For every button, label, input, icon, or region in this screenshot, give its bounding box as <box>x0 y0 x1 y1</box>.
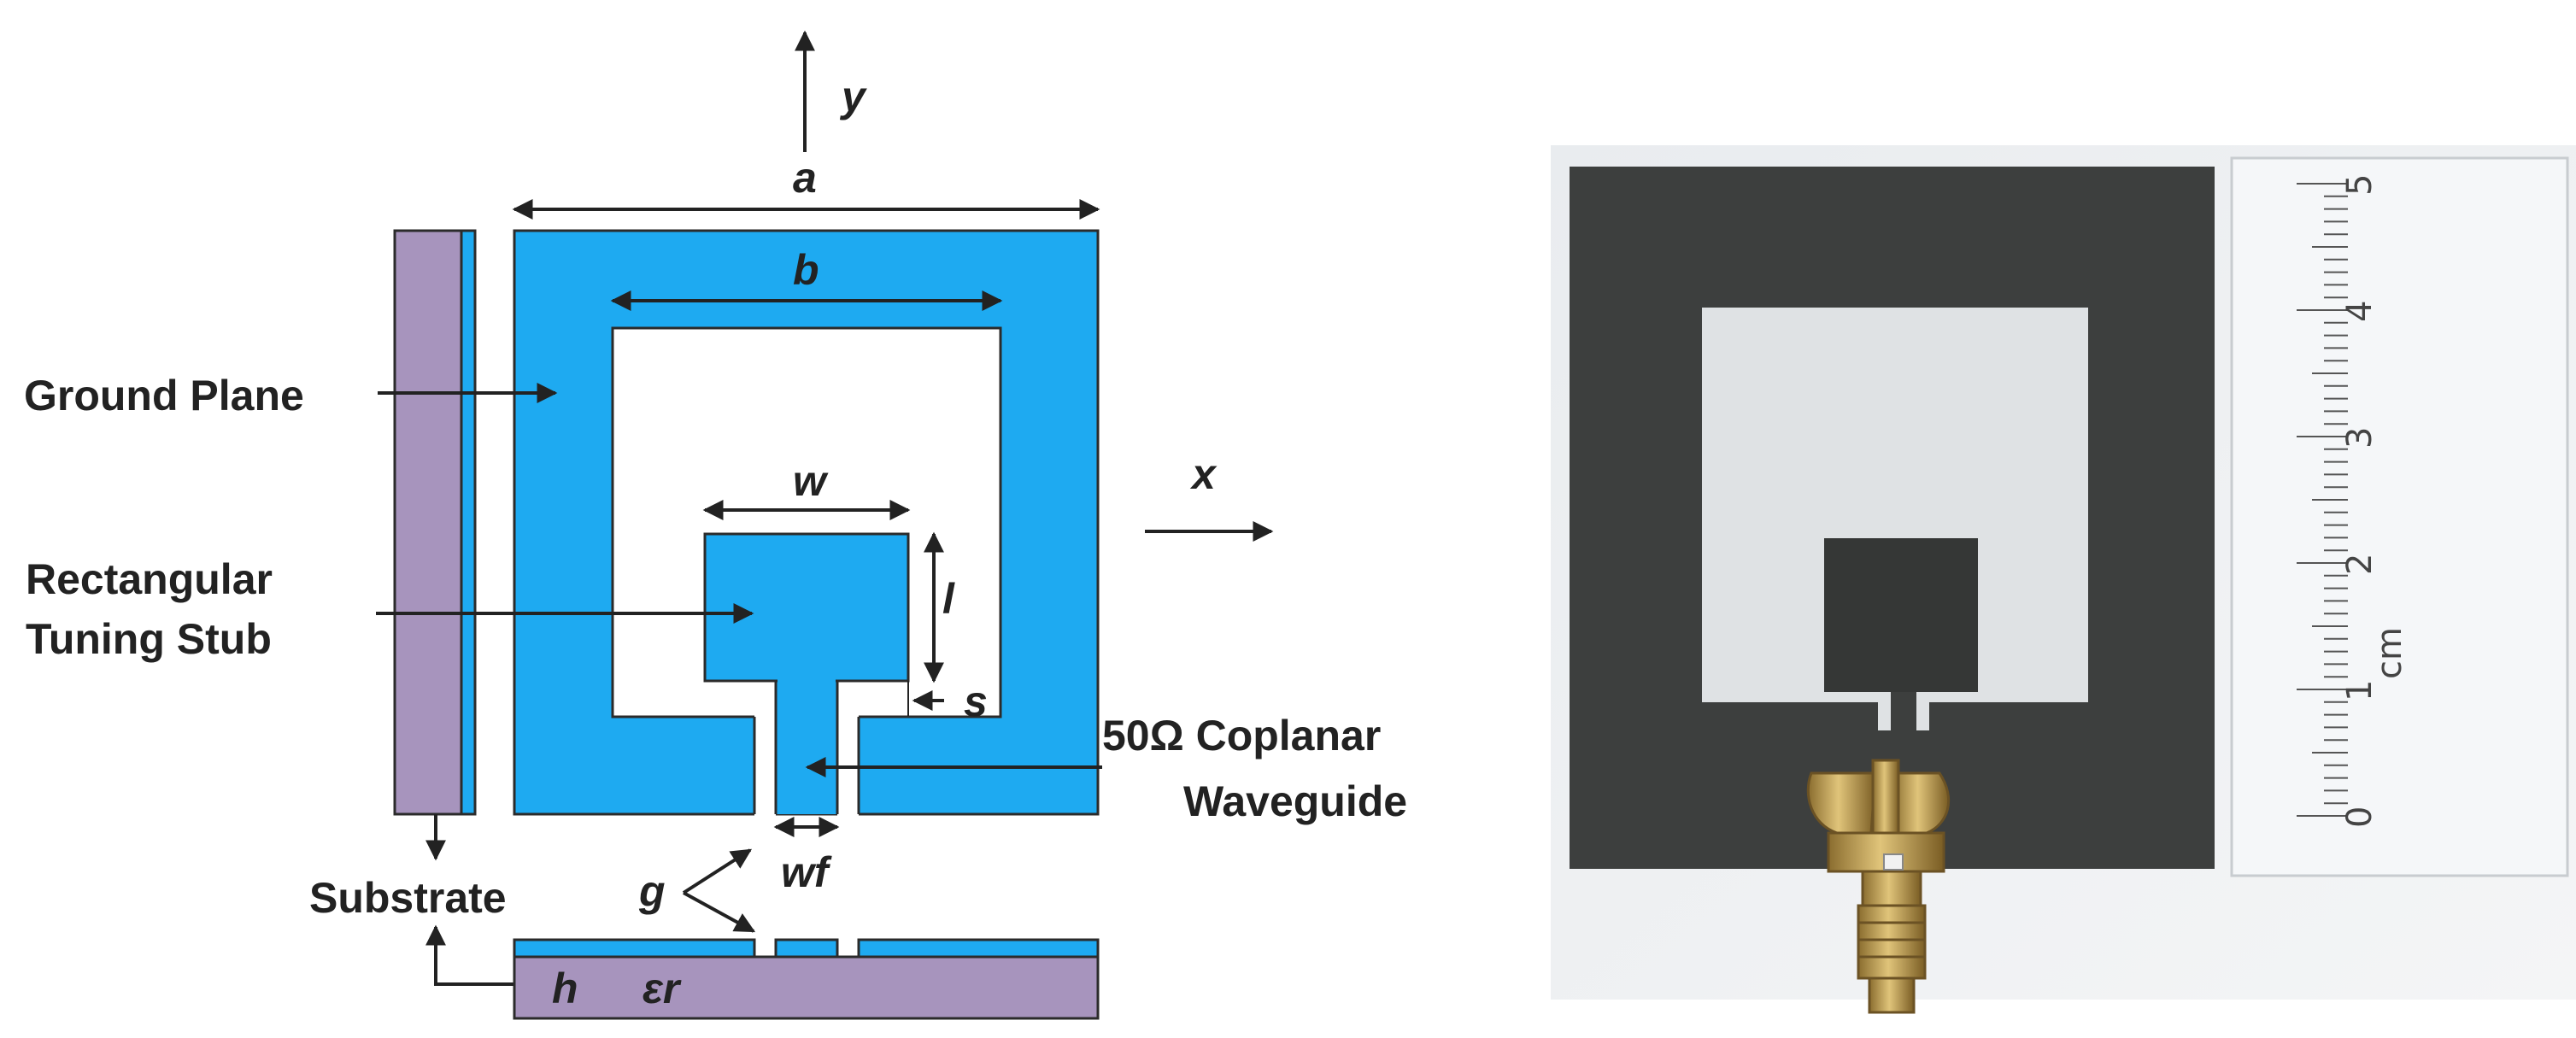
ruler-number: 0 <box>2340 806 2379 828</box>
dim-g-arrow-bottom <box>683 891 756 933</box>
cpw-label-line1: 50Ω Coplanar <box>1102 712 1381 759</box>
ruler-number: 4 <box>2340 301 2379 322</box>
substrate-leader-up <box>425 924 514 986</box>
cross-section-conductor-left <box>513 938 756 959</box>
cpw-gap-left <box>754 709 776 817</box>
pcb-tuning-stub <box>1824 538 1978 692</box>
ruler-number: 2 <box>2340 554 2379 575</box>
ruler-ticks <box>2297 183 2348 817</box>
conductor-side-view <box>460 229 477 816</box>
cross-section-conductor-center <box>774 938 839 959</box>
epsilon-r-label: εr <box>643 965 682 1012</box>
cross-section-conductor-right <box>857 938 1100 959</box>
substrate-label: Substrate <box>309 874 507 922</box>
tuning-stub <box>703 532 910 683</box>
x-axis-label: x <box>1189 450 1218 498</box>
tuning-stub-label-line1: Rectangular <box>26 555 273 603</box>
dim-s-label: s <box>964 677 988 725</box>
tuning-stub-label-line2: Tuning Stub <box>26 615 272 663</box>
dim-l-label: l <box>942 575 955 623</box>
cpw-feed-line <box>776 679 837 814</box>
ruler <box>2230 156 2569 877</box>
ground-plane-label: Ground Plane <box>24 372 304 419</box>
ruler-number: 3 <box>2340 427 2379 449</box>
cpw-label-line2: Waveguide <box>1183 777 1407 825</box>
antenna-schematic: y x a b w l s wf g Ground Plane Rectangu… <box>24 30 1407 1020</box>
ruler-numbers: 0 1 2 3 4 5 <box>2340 174 2379 828</box>
sma-connector <box>1806 759 1951 1014</box>
dim-g-label: g <box>638 867 666 915</box>
dim-h-label: h <box>552 965 578 1012</box>
dim-w-label: w <box>793 457 829 505</box>
dim-b-label: b <box>793 246 819 294</box>
y-axis-label: y <box>839 73 867 120</box>
cpw-gap-right <box>837 709 859 817</box>
antenna-photo: 0 1 2 3 4 5 cm <box>1551 145 2576 1014</box>
dim-g-arrow-top <box>682 848 753 894</box>
dim-a-label: a <box>793 154 817 202</box>
ruler-unit-label: cm <box>2370 627 2409 679</box>
cross-section-substrate <box>513 955 1100 1020</box>
substrate-side-view <box>393 229 463 816</box>
dim-wf-label: wf <box>781 848 832 896</box>
ruler-number: 1 <box>2340 680 2379 701</box>
ruler-number: 5 <box>2340 174 2379 196</box>
